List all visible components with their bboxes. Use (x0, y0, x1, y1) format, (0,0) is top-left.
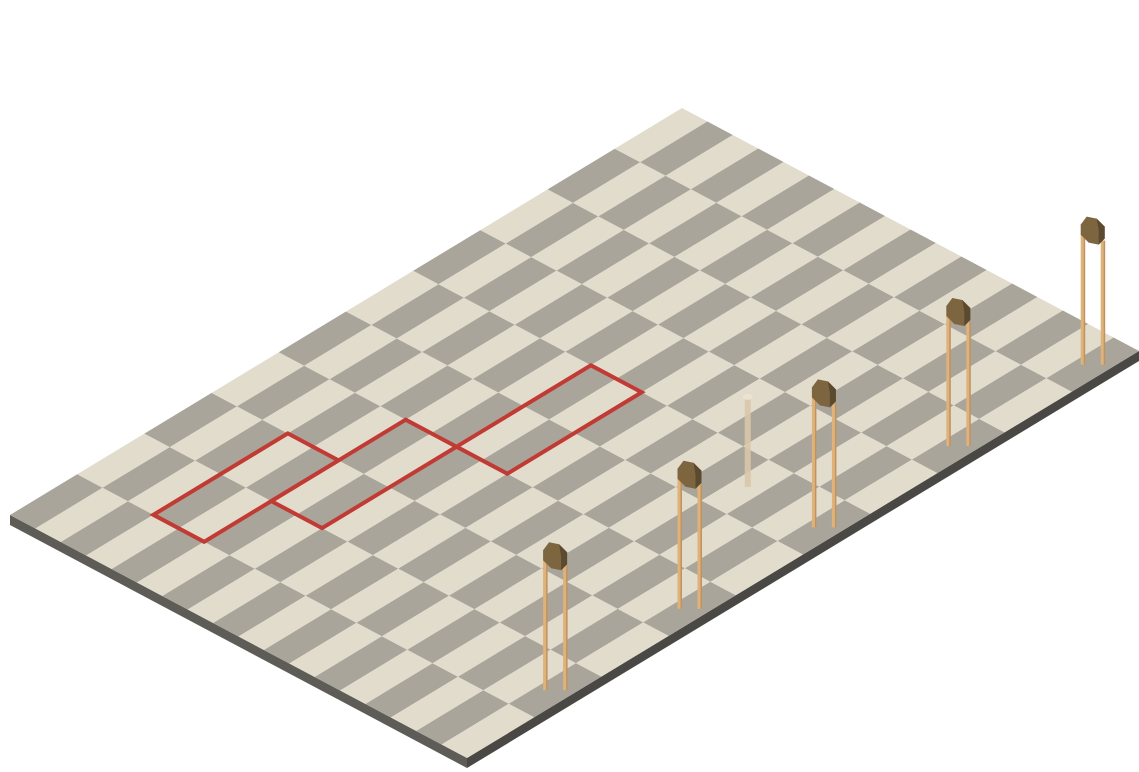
peg-shaft (745, 397, 751, 487)
goal-post-right-leg-shade (1104, 241, 1106, 365)
goal-post-left-leg-shade (546, 560, 548, 690)
goal-post-right-leg-shade (701, 485, 703, 609)
goal-post-left-leg-shade (1084, 235, 1086, 365)
goal-post-left-leg-shade (949, 316, 951, 446)
peg-top (743, 394, 753, 400)
goal-post-right-leg-shade (566, 566, 568, 690)
goal-post-right-leg-shade (835, 403, 837, 527)
goal-post-left-leg-shade (681, 479, 683, 609)
goal-post-left-leg-shade (815, 397, 817, 527)
goal-post-right-leg-shade (969, 322, 971, 446)
